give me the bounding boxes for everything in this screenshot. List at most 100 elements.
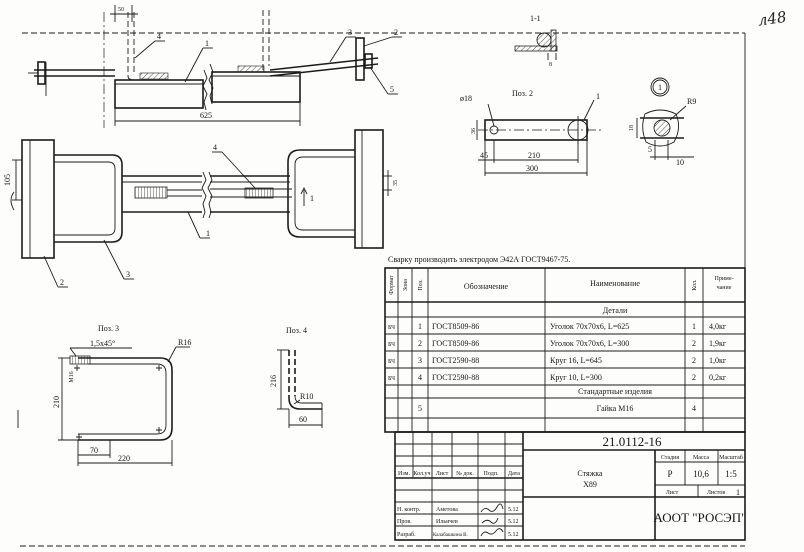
header-pos: Поз. bbox=[418, 279, 424, 291]
pos4-dim-60: 60 bbox=[299, 415, 307, 424]
row-name: Уголок 70х70х6, L=300 bbox=[550, 339, 629, 348]
section-1-1-drawing bbox=[514, 29, 558, 60]
section-1-1-title: 1-1 bbox=[530, 14, 541, 23]
plan-label-4: 4 bbox=[213, 143, 217, 152]
elevation-label-1: 1 bbox=[205, 39, 209, 48]
sheets-value: 1 bbox=[736, 488, 740, 497]
pos3-dim-210: 210 bbox=[52, 396, 61, 408]
pos2-drawing bbox=[476, 99, 602, 176]
pos2-dim-45: 45 bbox=[480, 151, 488, 160]
sheet-frame bbox=[10, 32, 746, 547]
header-note-line1: Приме- bbox=[714, 276, 733, 282]
spec-table-grid bbox=[384, 267, 746, 433]
section-1-1-dim-8: 8 bbox=[549, 62, 552, 68]
row-pos: 1 bbox=[418, 322, 422, 331]
row-name: Гайка М16 bbox=[597, 404, 634, 413]
pos3-dim-70: 70 bbox=[90, 446, 98, 455]
pos4-title: Поз. 4 bbox=[286, 326, 307, 335]
detail-1-radius: R9 bbox=[687, 97, 696, 106]
person-role: Пров. bbox=[397, 519, 412, 525]
table-row: 5 Гайка М16 4 bbox=[418, 404, 696, 413]
title-block-grid bbox=[394, 431, 746, 541]
row-designation: ГОСТ2590-88 bbox=[432, 373, 479, 382]
sheet-number: л48 bbox=[757, 8, 788, 30]
row-name: Круг 10, L=300 bbox=[550, 373, 602, 382]
mass-label: Масса bbox=[693, 455, 709, 461]
person-date: 5.12 bbox=[508, 532, 519, 538]
row-pos: 3 bbox=[418, 356, 422, 365]
pos3-title: Поз. 3 bbox=[98, 324, 119, 333]
table-row: БЧ 2 ГОСТ8509-86 Уголок 70х70х6, L=300 2… bbox=[388, 339, 727, 348]
list-item: Разраб. Калабашкина В. 5.12 bbox=[397, 531, 519, 538]
person-name: Калабашкина В. bbox=[433, 533, 468, 538]
detail-1-marker: 1 bbox=[658, 83, 662, 92]
doc-code: 21.0112-16 bbox=[602, 434, 662, 449]
pos2-label-1: 1 bbox=[596, 92, 600, 101]
section-standard: Стандартные изделия bbox=[578, 387, 652, 396]
item-name: Стяжка bbox=[577, 469, 603, 478]
row-qty: 2 bbox=[692, 339, 696, 348]
person-date: 5.12 bbox=[508, 519, 519, 525]
detail-1-dim-5: 5 bbox=[648, 145, 652, 154]
row-format: БЧ bbox=[388, 359, 395, 365]
pos2-title: Поз. 2 bbox=[512, 89, 533, 98]
detail-1-dim-18: 18 bbox=[629, 125, 635, 131]
pos4-radius: R10 bbox=[300, 392, 313, 401]
plan-drawing bbox=[12, 129, 392, 288]
elevation-label-4: 4 bbox=[157, 32, 161, 41]
col-change: Изм. bbox=[398, 471, 410, 477]
section-details: Детали bbox=[603, 306, 628, 315]
plan-dim-105: 105 bbox=[3, 174, 12, 186]
scale-value: 1:5 bbox=[725, 469, 737, 479]
col-signature: Подп. bbox=[484, 471, 499, 477]
plan-label-1: 1 bbox=[206, 229, 210, 238]
pos3-thread: M16 bbox=[69, 371, 75, 382]
table-row: БЧ 4 ГОСТ2590-88 Круг 10, L=300 2 0,2кг bbox=[388, 373, 727, 382]
elevation-drawing bbox=[28, 5, 402, 128]
sheet-label: Лист bbox=[666, 490, 679, 496]
pos4-drawing bbox=[277, 349, 323, 428]
row-note: 4,0кг bbox=[709, 322, 727, 331]
row-qty: 4 bbox=[692, 404, 696, 413]
item-code: Х89 bbox=[583, 480, 597, 489]
row-name: Круг 16, L=645 bbox=[550, 356, 602, 365]
row-name: Уголок 70х70х6, L=625 bbox=[550, 322, 629, 331]
pos3-chamfer: 1,5х45° bbox=[90, 339, 115, 348]
person-date: 5.12 bbox=[508, 507, 519, 513]
header-note-line2: чание bbox=[717, 285, 732, 291]
person-name: Аметова bbox=[436, 507, 458, 513]
scale-label: Масштаб bbox=[719, 454, 743, 461]
row-designation: ГОСТ8509-86 bbox=[432, 322, 479, 331]
spec-table-header: Формат Зона Поз. Обозначение Наименовани… bbox=[389, 275, 734, 295]
plan-label-3: 3 bbox=[126, 270, 130, 279]
elevation-label-5: 5 bbox=[390, 85, 394, 94]
pos4-dim-216: 216 bbox=[269, 375, 278, 387]
header-name: Наименование bbox=[590, 279, 640, 288]
mass-value: 10,6 bbox=[693, 469, 709, 479]
elevation-label-3: 3 bbox=[348, 28, 352, 37]
table-row: БЧ 1 ГОСТ8509-86 Уголок 70х70х6, L=625 1… bbox=[388, 322, 727, 331]
elevation-label-2: 2 bbox=[394, 28, 398, 37]
row-designation: ГОСТ8509-86 bbox=[432, 339, 479, 348]
plan-dim-35: 35 bbox=[393, 180, 399, 186]
row-qty: 1 bbox=[692, 322, 696, 331]
person-role: Разраб. bbox=[397, 531, 416, 538]
row-note: 1,0кг bbox=[709, 356, 727, 365]
stage-value: Р bbox=[667, 469, 672, 479]
row-pos: 2 bbox=[418, 339, 422, 348]
row-format: БЧ bbox=[388, 376, 395, 382]
elevation-dim-50: 50 bbox=[118, 7, 124, 13]
row-format: БЧ bbox=[388, 342, 395, 348]
person-name: Ильичев bbox=[436, 519, 458, 525]
pos2-dim-300: 300 bbox=[526, 164, 538, 173]
header-zone: Зона bbox=[403, 279, 409, 291]
row-pos: 5 bbox=[418, 404, 422, 413]
col-count: Кол.уч bbox=[413, 471, 430, 477]
list-item: Пров. Ильичев 5.12 bbox=[397, 519, 519, 525]
row-designation: ГОСТ2590-88 bbox=[432, 356, 479, 365]
header-format: Формат bbox=[389, 275, 395, 295]
person-role: Н. контр. bbox=[397, 507, 421, 513]
row-pos: 4 bbox=[418, 373, 422, 382]
row-qty: 2 bbox=[692, 356, 696, 365]
header-designation: Обозначение bbox=[464, 282, 509, 291]
